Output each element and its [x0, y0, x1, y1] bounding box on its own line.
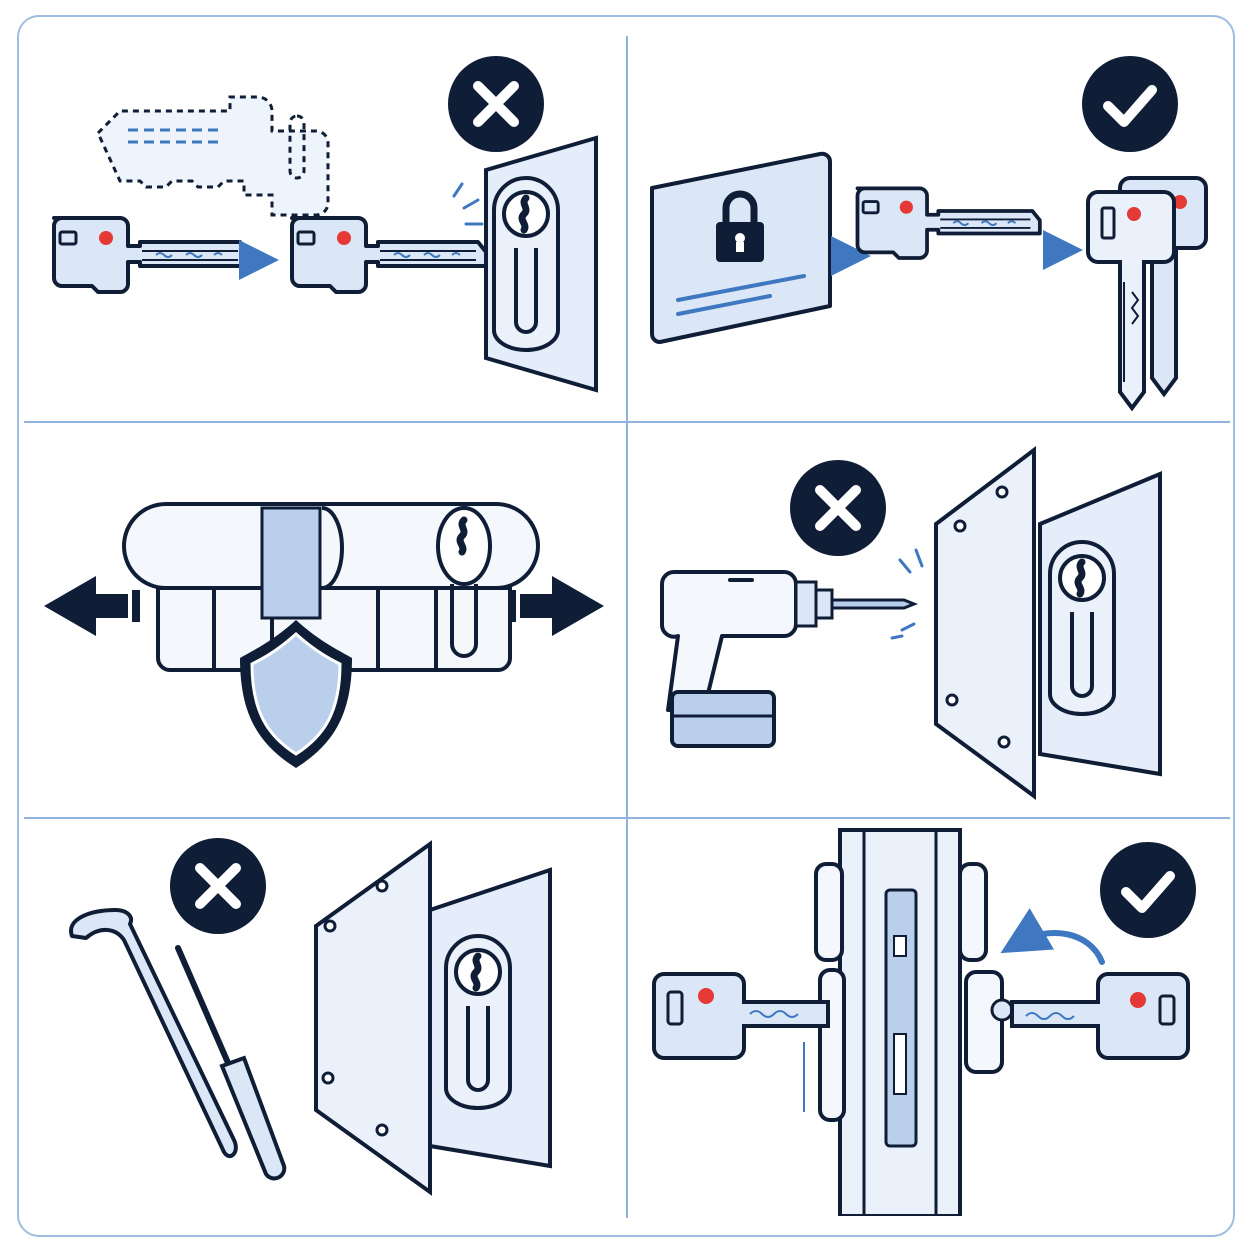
cross-icon	[448, 56, 544, 152]
inner-handle-rosette	[814, 862, 846, 1122]
crowbar-icon	[69, 908, 238, 1159]
keyhole-cylinder	[1050, 542, 1114, 714]
copied-key	[290, 216, 488, 294]
key-bundle	[1086, 176, 1208, 412]
security-card	[650, 151, 832, 344]
cross-icon	[170, 838, 266, 934]
door-with-cylinder	[484, 135, 598, 393]
door-frame	[838, 828, 962, 1216]
power-drill-icon	[660, 570, 919, 748]
original-key	[52, 216, 250, 294]
horizontal-divider-1	[24, 421, 1230, 423]
horizontal-divider-2	[24, 817, 1230, 819]
outer-handle-rosette	[958, 862, 1014, 1074]
cylinder-lock	[122, 502, 540, 672]
keyhole-cylinder	[446, 936, 510, 1108]
panel-key-copy	[26, 38, 624, 418]
master-key	[855, 186, 1042, 260]
vertical-divider	[626, 36, 628, 1218]
panel-anti-snap-cylinder	[26, 424, 624, 814]
check-icon	[1100, 842, 1196, 938]
door-with-cylinder	[934, 445, 1162, 800]
panel-double-key-operation	[630, 820, 1228, 1216]
outside-key	[1010, 972, 1190, 1060]
security-plate	[934, 445, 1036, 800]
keyhole-cylinder	[494, 178, 558, 350]
security-plate	[314, 840, 432, 1196]
screwdriver-icon	[175, 945, 287, 1181]
panel-anti-drill-plate	[630, 424, 1228, 814]
rotate-arrow-icon	[1000, 908, 1105, 965]
cross-icon	[790, 460, 886, 556]
shield-icon	[240, 620, 352, 768]
spark-lines-icon	[890, 548, 924, 640]
spark-lines-icon	[452, 182, 484, 226]
card-text-lines	[676, 274, 806, 316]
panel-anti-pry-plate	[26, 820, 624, 1216]
panel-security-card	[630, 38, 1228, 418]
arrow-left-icon	[44, 576, 140, 636]
check-icon	[1082, 56, 1178, 152]
arrow-right-icon	[508, 576, 604, 636]
dashed-key-outline	[96, 95, 330, 217]
inside-key	[652, 972, 830, 1112]
door-with-cylinder	[314, 840, 552, 1196]
